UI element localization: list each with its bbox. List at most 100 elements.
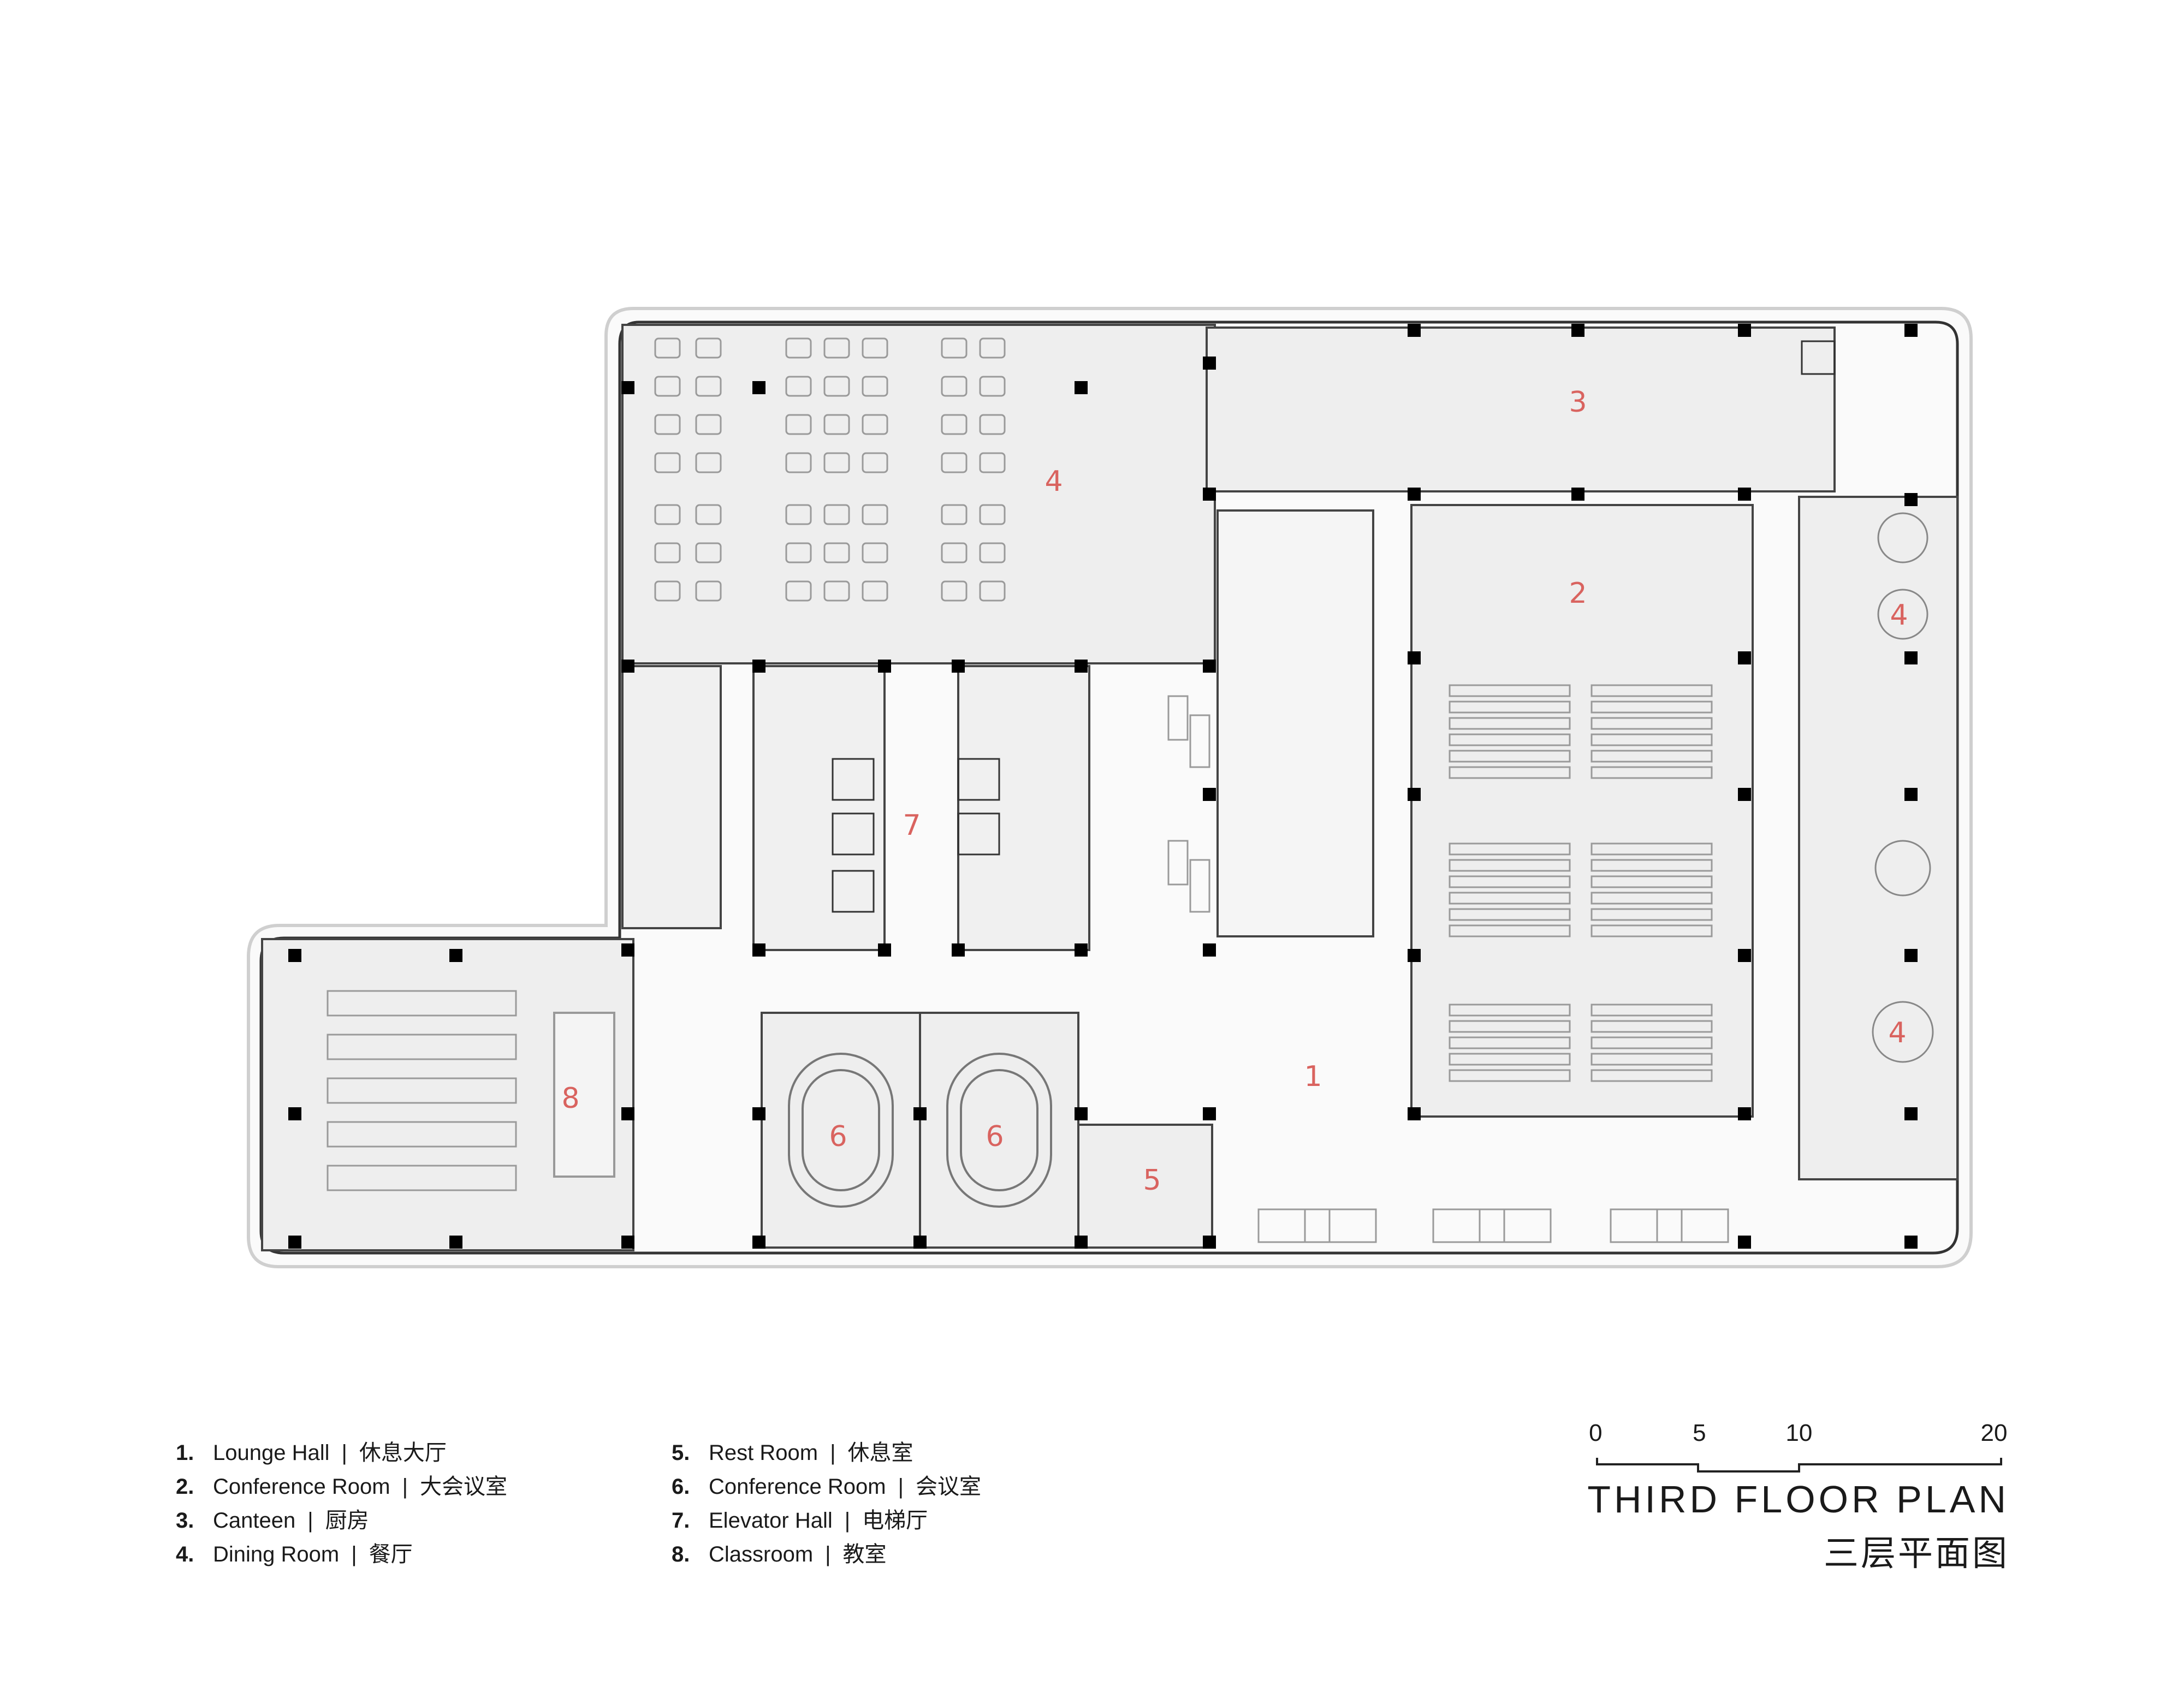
structural-column [288, 1236, 301, 1249]
structural-column [1203, 943, 1216, 957]
legend-item: 5.Rest Room|休息室 [672, 1441, 913, 1465]
dining-table [862, 376, 888, 397]
dining-table [695, 452, 722, 473]
dining-table [654, 580, 681, 602]
legend-item: 1.Lounge Hall|休息大厅 [176, 1441, 447, 1465]
seat-row [1590, 875, 1713, 888]
scale-labels: 0 5 10 20 [1587, 1420, 2007, 1446]
classroom-desks [327, 990, 517, 1191]
conference-table-a [788, 1053, 894, 1208]
zone-rest [1077, 1124, 1213, 1249]
classroom-desk-row [327, 1165, 517, 1191]
scale-bar [1596, 1458, 2002, 1473]
elevator-car [957, 812, 1000, 856]
structural-column [1075, 1236, 1088, 1249]
structural-column [288, 1107, 301, 1120]
conference-table-a-inner [802, 1069, 880, 1191]
room-label: 4 [1044, 465, 1063, 498]
dining-table [785, 580, 812, 602]
legend-column-left: 1.Lounge Hall|休息大厅 2.Conference Room|大会议… [176, 1436, 507, 1571]
dining-table [695, 580, 722, 602]
elevator-car [832, 870, 875, 913]
dining-table [979, 376, 1006, 397]
structural-column [1738, 651, 1751, 664]
room-label: 6 [986, 1120, 1004, 1153]
structural-column [1904, 788, 1918, 801]
legend-item: 8.Classroom|教室 [672, 1542, 887, 1566]
structural-column [621, 943, 634, 957]
structural-column [1904, 949, 1918, 962]
plan-title: THIRD FLOOR PLAN [1587, 1478, 2009, 1521]
seat-row [1449, 908, 1571, 921]
structural-column [752, 943, 765, 957]
elevator-car [1801, 340, 1836, 375]
structural-column [952, 943, 965, 957]
room-label: 7 [903, 809, 921, 842]
dining-table [979, 414, 1006, 435]
structural-column [752, 660, 765, 673]
zone-dining-north [621, 324, 1216, 664]
seat-row [1590, 908, 1713, 921]
seat-row [1449, 1004, 1571, 1017]
plan-subtitle: 三层平面图 [1824, 1534, 2009, 1573]
structural-column [288, 949, 301, 962]
seat-row [1590, 1004, 1713, 1017]
dining-table [862, 542, 888, 563]
seat-row [1449, 1069, 1571, 1082]
structural-column [1904, 651, 1918, 664]
dining-table [785, 542, 812, 563]
dining-table [979, 580, 1006, 602]
legend-item: 3.Canteen|厨房 [176, 1509, 369, 1533]
structural-column [1738, 1107, 1751, 1120]
room-label: 2 [1569, 577, 1587, 610]
structural-column [1203, 488, 1216, 501]
structural-column [1075, 943, 1088, 957]
seat-row [1590, 766, 1713, 779]
seat-row [1590, 1020, 1713, 1033]
dining-table [862, 580, 888, 602]
structural-column [878, 943, 891, 957]
seat-row [1449, 766, 1571, 779]
dining-table [785, 452, 812, 473]
structural-column [1075, 660, 1088, 673]
dining-table [941, 337, 968, 359]
room-label: 5 [1143, 1164, 1161, 1197]
dining-table [979, 542, 1006, 563]
room-label: 8 [561, 1082, 579, 1115]
structural-column [878, 660, 891, 673]
round-table [1872, 1001, 1934, 1063]
structural-column [1203, 660, 1216, 673]
zone-conference-main [1410, 504, 1754, 1118]
conference-tables [553, 1012, 1052, 1208]
room-label: 1 [1304, 1060, 1322, 1093]
dining-table [823, 337, 850, 359]
elevator-car [832, 758, 875, 801]
structural-column [1408, 1107, 1421, 1120]
seat-row [1590, 700, 1713, 714]
structural-column [1904, 1107, 1918, 1120]
structural-column [1203, 788, 1216, 801]
zone-canteen [1206, 326, 1836, 492]
dining-table [979, 337, 1006, 359]
structural-column [1904, 493, 1918, 506]
structural-column [1738, 949, 1751, 962]
dining-tables [654, 337, 1006, 602]
structural-column [752, 1107, 765, 1120]
classroom-desk-row [327, 1034, 517, 1060]
seat-row [1590, 717, 1713, 730]
scale-bar-line [1596, 1458, 2002, 1473]
dining-table [862, 414, 888, 435]
structural-column [1203, 1236, 1216, 1249]
scale-tick-label: 0 [1589, 1420, 1603, 1446]
legend-item: 4.Dining Room|餐厅 [176, 1542, 413, 1566]
seat-row [1590, 924, 1713, 937]
dining-table [979, 452, 1006, 473]
dining-table [823, 376, 850, 397]
dining-table [695, 542, 722, 563]
dining-table [785, 337, 812, 359]
dining-table [823, 542, 850, 563]
dining-table [785, 414, 812, 435]
classroom-board [553, 1012, 615, 1178]
seat-row [1449, 1053, 1571, 1066]
